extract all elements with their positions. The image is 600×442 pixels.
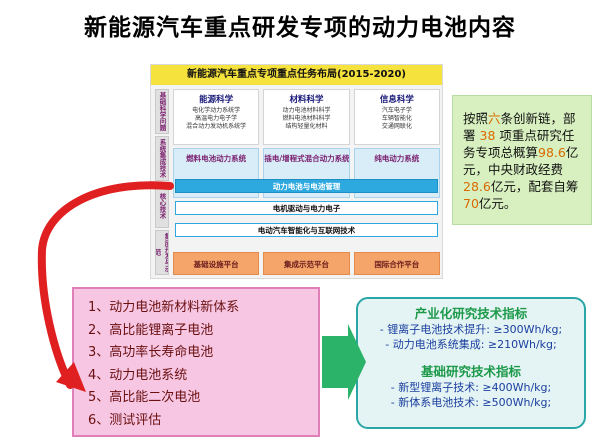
science-title: 材料科学 xyxy=(289,95,324,105)
invest-text: 亿元。 xyxy=(478,196,517,211)
science-box-information: 信息科学 汽车电子学 车辆智能化 交通网联化 xyxy=(353,89,440,145)
list-item: 3、高功率长寿命电池 xyxy=(88,345,214,360)
side-label-system-integration: 系统集成技术 xyxy=(155,136,169,181)
invest-number: 六 xyxy=(488,111,501,126)
science-row: 能源科学 电化学动力系统学 高温电力电子学 混合动力发动机系统学 材料科学 动力… xyxy=(173,89,440,145)
investment-summary: 按照六条创新链，部署 38 项重点研究任务专项总概算98.6亿元，中央财政经费 2… xyxy=(452,95,592,225)
list-item: 5、高比能二次电池 xyxy=(88,390,201,405)
science-title: 信息科学 xyxy=(379,95,414,105)
platform-international: 国际合作平台 xyxy=(353,252,440,275)
page-title: 新能源汽车重点研发专项的动力电池内容 xyxy=(84,15,516,41)
platform-integration-demo: 集成示范平台 xyxy=(263,252,350,275)
science-line: 交通网联化 xyxy=(381,123,412,130)
science-box-materials: 材料科学 动力电池材料科学 燃料电池材料科学 结构轻量化材料 xyxy=(263,89,350,145)
list-item: 1、动力电池新材料新体系 xyxy=(88,300,240,315)
science-line: 汽车电子学 xyxy=(381,107,412,114)
indicator-line: - 锂离子电池技术提升: ≥300Wh/kg; xyxy=(379,323,563,336)
list-item: 4、动力电池系统 xyxy=(88,367,188,383)
science-line: 结构轻量化材料 xyxy=(285,123,328,130)
invest-number: 28.6 xyxy=(463,179,491,194)
science-line: 电化学动力系统学 xyxy=(192,107,241,114)
bar-motor-drive: 电机驱动与电力电子 xyxy=(175,201,438,215)
platform-row: 基础设施平台 集成示范平台 国际合作平台 xyxy=(173,252,440,275)
invest-number: 38 xyxy=(479,128,496,143)
industrial-indicator-title: 产业化研究技术指标 xyxy=(414,306,528,321)
side-label-integration-demo: 集成开发与示范 xyxy=(155,230,169,275)
side-label-core-tech: 核心技术 xyxy=(155,183,169,228)
science-line: 混合动力发动机系统学 xyxy=(186,123,247,130)
invest-text: 项重点研究任务专项总概算 xyxy=(463,128,575,160)
platform-infrastructure: 基础设施平台 xyxy=(173,252,260,275)
list-item: 6、测试评估 xyxy=(88,412,162,428)
diagram-header: 新能源汽车重点专项重点任务布局(2015-2020) xyxy=(151,65,442,85)
invest-text: 亿元，配套自筹 xyxy=(490,179,579,194)
science-box-energy: 能源科学 电化学动力系统学 高温电力电子学 混合动力发动机系统学 xyxy=(173,89,260,145)
technical-indicators: 产业化研究技术指标 - 锂离子电池技术提升: ≥300Wh/kg; - 动力电池… xyxy=(356,297,586,429)
science-title: 能源科学 xyxy=(199,95,234,105)
invest-text: 亿元，中央财政经费 xyxy=(463,145,579,177)
invest-text: 按照 xyxy=(463,111,489,126)
science-line: 燃料电池材料科学 xyxy=(282,115,331,122)
indicator-line: - 新型锂离子技术: ≥400Wh/kg; xyxy=(390,381,552,394)
science-line: 高温电力电子学 xyxy=(195,115,238,122)
bar-battery-management: 动力电池与电池管理 xyxy=(175,179,438,193)
science-line: 动力电池材料科学 xyxy=(282,107,331,114)
science-line: 车辆智能化 xyxy=(381,115,412,122)
invest-number: 98.6 xyxy=(538,145,566,160)
side-label-basic-science: 基础科学问题 xyxy=(155,89,169,134)
task-layout-diagram: 新能源汽车重点专项重点任务布局(2015-2020) 基础科学问题 系统集成技术… xyxy=(150,64,443,279)
bar-intelligent-internet: 电动汽车智能化与互联网技术 xyxy=(175,223,438,237)
indicator-line: - 动力电池系统集成: ≥210Wh/kg; xyxy=(385,338,557,351)
invest-text: 条创新链，部署 xyxy=(463,111,576,143)
indicator-line: - 新体系电池技术: ≥500Wh/kg; xyxy=(390,396,552,409)
list-item: 2、高比能锂离子电池 xyxy=(88,322,214,338)
invest-number: 70 xyxy=(463,196,479,211)
research-list: 1、动力电池新材料新体系 2、高比能锂离子电池 3、高功率长寿命电池 4、动力电… xyxy=(72,287,320,437)
side-label-column: 基础科学问题 系统集成技术 核心技术 集成开发与示范 xyxy=(155,89,169,275)
basic-indicator-title: 基础研究技术指标 xyxy=(420,364,521,379)
